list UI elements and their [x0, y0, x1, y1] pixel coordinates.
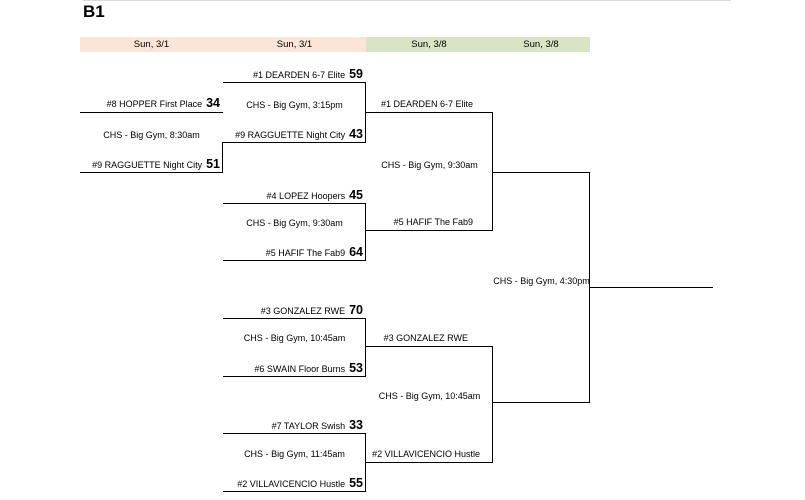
team-score: 34 [206, 96, 220, 110]
bracket-line [365, 318, 366, 377]
team-name: #3 GONZALEZ RWE [260, 306, 346, 316]
date-header-col2: Sun, 3/1 [223, 37, 366, 52]
date-header-col1: Sun, 3/1 [80, 37, 223, 52]
date-header-col3: Sun, 3/8 [366, 37, 492, 52]
team-score: 70 [349, 303, 363, 317]
champion-line [589, 287, 713, 288]
team-score: 64 [349, 245, 363, 259]
team-score: 45 [349, 188, 363, 202]
team-name: #1 DEARDEN 6-7 Elite [253, 70, 346, 80]
date-header-col4: Sun, 3/8 [492, 37, 590, 52]
bracket-line [492, 172, 590, 173]
bracket-line [365, 82, 366, 143]
bracket-title: B1 [83, 2, 105, 21]
team-name: #4 LOPEZ Hoopers [266, 191, 346, 201]
team-name: #6 SWAIN Floor Burns [254, 364, 346, 374]
bracket-line [223, 142, 366, 143]
bracket-line [223, 260, 366, 261]
bracket-line [80, 112, 223, 113]
top-divider [83, 0, 731, 1]
team-name: #7 TAYLOR Swish [271, 421, 346, 431]
bracket-line [492, 346, 493, 463]
bracket-line [366, 112, 493, 113]
team-name: #5 HAFIF The Fab9 [265, 248, 346, 258]
bracket-line [80, 172, 223, 173]
bracket-line [223, 318, 366, 319]
bracket-line [365, 433, 366, 492]
team-score: 55 [349, 476, 363, 490]
semi1-team-b: #5 HAFIF The Fab9 [393, 217, 473, 227]
bracket-line [222, 142, 223, 173]
semi2-venue: CHS - Big Gym, 10:45am [378, 391, 481, 401]
bracket-line [366, 346, 493, 347]
semi2-team-b: #2 VILLAVICENCIO Hustle [372, 449, 480, 459]
team-name: #8 HOPPER First Place [106, 99, 203, 109]
team-score: 43 [349, 127, 363, 141]
team-score: 51 [206, 157, 220, 171]
bracket-line [366, 462, 493, 463]
team-name: #9 RAGGUETTE Night City [92, 160, 203, 170]
team-score: 59 [349, 67, 363, 81]
team-score: 33 [349, 418, 363, 432]
bracket-line [223, 433, 366, 434]
team-score: 53 [349, 361, 363, 375]
bracket-line [223, 491, 366, 492]
round2-game2-venue: CHS - Big Gym, 9:30am [246, 218, 343, 228]
bracket-line [365, 203, 366, 261]
round1-venue: CHS - Big Gym, 8:30am [103, 130, 200, 140]
bracket-line [223, 376, 366, 377]
bracket-line [366, 230, 493, 231]
bracket-line [223, 82, 366, 83]
team-name: #2 VILLAVICENCIO Hustle [237, 479, 346, 489]
semi1-venue: CHS - Big Gym, 9:30am [381, 160, 478, 170]
bracket-line [223, 203, 366, 204]
round2-game3-venue: CHS - Big Gym, 10:45am [243, 333, 346, 343]
final-venue: CHS - Big Gym, 4:30pm [493, 276, 590, 286]
team-name: #9 RAGGUETTE Night City [235, 130, 346, 140]
bracket-line [492, 402, 590, 403]
round2-game4-venue: CHS - Big Gym, 11:45am [244, 449, 345, 459]
bracket-line [492, 112, 493, 231]
semi1-team-a: #1 DEARDEN 6-7 Elite [380, 99, 473, 109]
round2-game1-venue: CHS - Big Gym, 3:15pm [246, 100, 343, 110]
semi2-team-a: #3 GONZALEZ RWE [383, 333, 468, 343]
